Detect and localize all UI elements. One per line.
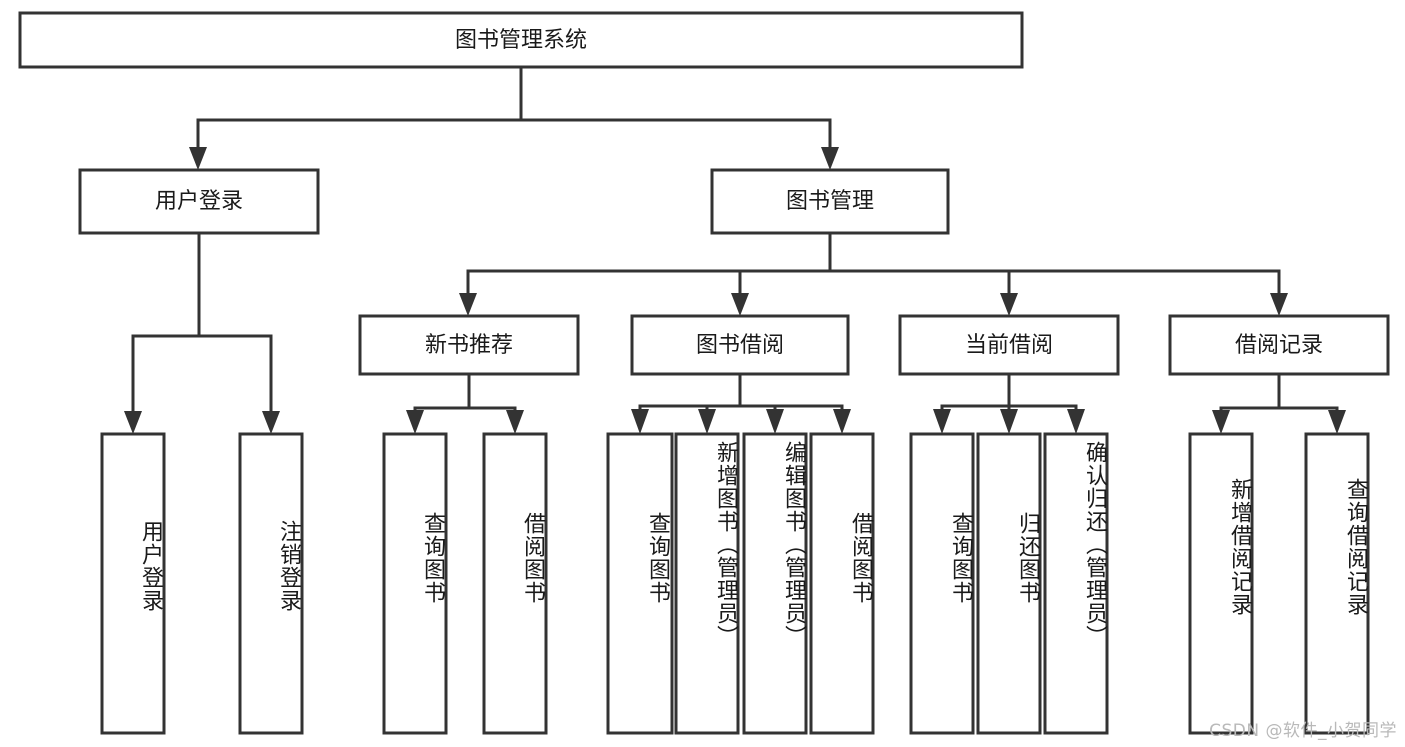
leaf-query-book-3[interactable]	[909, 432, 975, 735]
watermark: CSDN @软件_小贺同学	[1209, 721, 1397, 741]
leaf-return-book[interactable]	[976, 432, 1042, 735]
arrow-head-icon	[731, 293, 749, 316]
arrow-head-icon	[1067, 409, 1085, 434]
arrow-head-icon	[1270, 293, 1288, 316]
leaf-user-login[interactable]	[100, 432, 166, 735]
edge-layer	[124, 65, 1346, 434]
arrow-head-icon	[933, 409, 951, 434]
leaf-borrow-book-2[interactable]	[809, 432, 875, 735]
arrow-head-icon	[766, 409, 784, 434]
node-book-borrow-label: 图书借阅	[696, 333, 784, 358]
node-borrow-record-label: 借阅记录	[1235, 333, 1323, 358]
node-book-management-label: 图书管理	[786, 189, 874, 214]
arrow-head-icon	[698, 409, 716, 434]
node-new-book-recommend-label: 新书推荐	[425, 333, 513, 358]
leaf-query-book-1[interactable]	[382, 432, 448, 735]
node-root-label: 图书管理系统	[455, 28, 587, 53]
arrow-head-icon	[459, 293, 477, 316]
node-book-management[interactable]	[710, 168, 950, 235]
leaf-confirm-return-admin[interactable]	[1043, 432, 1109, 735]
node-new-book-recommend[interactable]	[358, 314, 580, 376]
arrow-head-icon	[262, 411, 280, 434]
leaf-add-borrow-record[interactable]	[1188, 432, 1254, 735]
arrow-head-icon	[124, 411, 142, 434]
arrow-head-icon	[506, 410, 524, 434]
node-user-login[interactable]	[78, 168, 320, 235]
node-root[interactable]	[18, 11, 1024, 69]
node-user-login-label: 用户登录	[155, 189, 243, 214]
leaf-query-book-2[interactable]	[606, 432, 674, 735]
node-layer: 图书管理系统 用户登录 图书管理 新书推荐 图书借阅 当前借阅 借阅记录	[18, 11, 1390, 735]
leaf-query-borrow-record[interactable]	[1304, 432, 1370, 735]
arrow-head-icon	[1212, 410, 1230, 434]
leaf-edit-book-admin[interactable]	[742, 432, 808, 735]
leaf-add-book-admin[interactable]	[674, 432, 740, 735]
arrow-head-icon	[406, 410, 424, 434]
arrow-head-icon	[1000, 409, 1018, 434]
node-borrow-record[interactable]	[1168, 314, 1390, 376]
arrow-head-icon	[821, 147, 839, 170]
leaf-borrow-book-1[interactable]	[482, 432, 548, 735]
arrow-head-icon	[833, 409, 851, 434]
arrow-head-icon	[1000, 293, 1018, 316]
node-current-borrow[interactable]	[898, 314, 1120, 376]
arrow-head-icon	[189, 147, 207, 170]
leaf-logout[interactable]	[238, 432, 304, 735]
node-current-borrow-label: 当前借阅	[965, 333, 1053, 358]
node-book-borrow[interactable]	[630, 314, 850, 376]
arrow-head-icon	[631, 409, 649, 434]
arrow-head-icon	[1328, 410, 1346, 434]
